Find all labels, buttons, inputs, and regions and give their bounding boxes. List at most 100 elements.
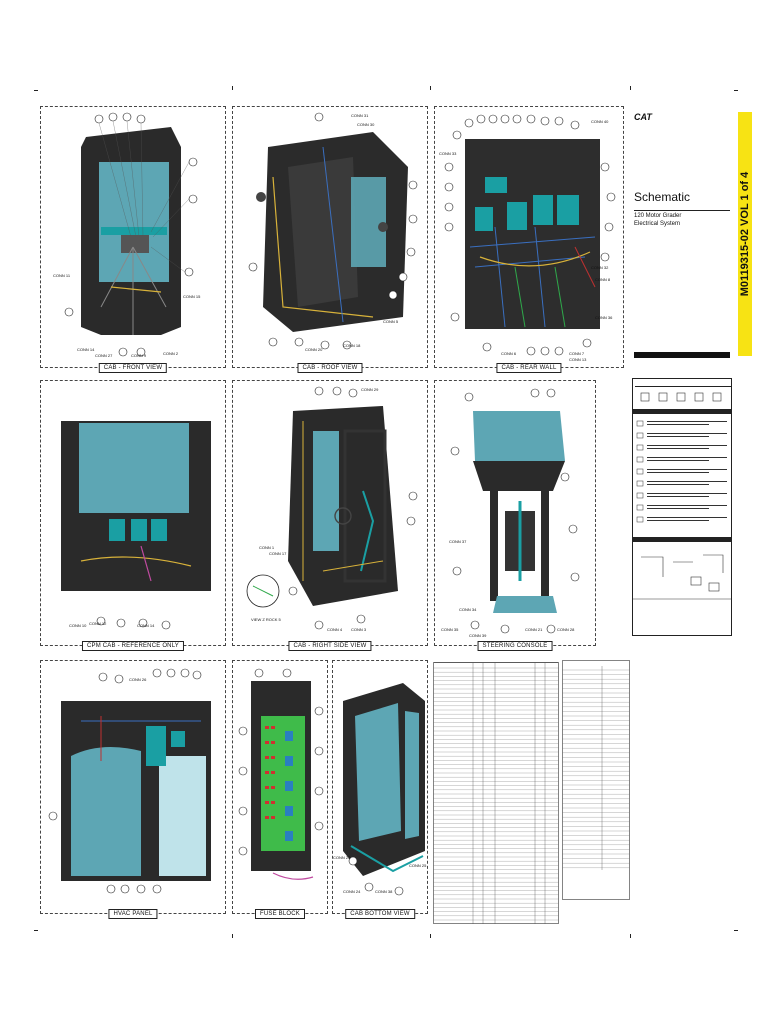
conn-label: CONN 28 (557, 627, 575, 632)
conn-label: CONN 9 (131, 353, 147, 358)
legend-text-line (647, 472, 709, 473)
conn-label: CONN 35 (441, 627, 459, 632)
registration-mark (34, 930, 38, 931)
panel-caption: CAB - RIGHT SIDE VIEW (288, 641, 372, 651)
panel-caption: CAB BOTTOM VIEW (345, 909, 415, 919)
document-title: Schematic (634, 190, 691, 204)
conn-label: CONN 32 (591, 265, 609, 270)
conn-label: CONN 38 (375, 889, 393, 894)
legend-text-line (647, 481, 727, 482)
registration-mark (430, 86, 431, 90)
panel-cab-front-view: CONN 11 CONN 15 CONN 14 CONN 27 CONN 9 C… (40, 106, 226, 373)
conn-label: CONN 13 (569, 357, 587, 362)
title-bar (634, 352, 730, 358)
panel-caption: HVAC PANEL (108, 909, 158, 919)
legend-symbol (636, 504, 644, 511)
fuse-block-illustration (238, 668, 324, 880)
conn-label: CONN 33 (439, 151, 457, 156)
volume-number: M0119315-02 VOL 1 of 4 (739, 171, 751, 297)
registration-mark (34, 90, 38, 91)
title-rule (634, 210, 730, 211)
registration-mark (430, 934, 431, 938)
registration-mark (734, 90, 738, 91)
conn-label: CONN 11 (53, 273, 71, 278)
legend-title (635, 380, 731, 387)
registration-mark (630, 934, 631, 938)
conn-label: CONN 21 (525, 627, 543, 632)
legend-symbol (636, 444, 644, 451)
legend-symbol (636, 492, 644, 499)
conn-label: CONN 14 (77, 347, 95, 352)
panel-caption: CAB - REAR WALL (496, 363, 562, 373)
conn-label: CONN 36 (595, 315, 613, 320)
panel-caption: STEERING CONSOLE (477, 641, 553, 651)
panel-hvac: CONN 26 HVAC PANEL (40, 660, 226, 919)
document-subtitle: Electrical System (634, 221, 681, 227)
legend-text-line (647, 496, 709, 497)
conn-label: VIEW Z ROCK 5 (251, 617, 281, 622)
registration-mark (734, 930, 738, 931)
conn-label: CONN 7 (569, 351, 585, 356)
conn-label: CONN 1 (259, 545, 275, 550)
conn-label: CONN 23 (333, 855, 351, 860)
legend-text-line (647, 445, 727, 446)
document-subtitle: 120 Motor Grader (634, 213, 682, 219)
cab-right-illustration (246, 386, 418, 630)
legend-symbol (636, 468, 644, 475)
legend-text-line (647, 421, 727, 422)
legend-text-line (647, 436, 709, 437)
conn-label: CONN 10 (69, 623, 87, 628)
conn-label: CONN 6 (501, 351, 517, 356)
legend-symbol (636, 432, 644, 439)
conn-label: CONN 24 (343, 889, 361, 894)
cab-rear-illustration (444, 114, 616, 356)
panel-caption: FUSE BLOCK (254, 909, 306, 919)
panel-caption: CAB - FRONT VIEW (98, 363, 168, 373)
panel-caption: CPM CAB - REFERENCE ONLY (81, 641, 185, 651)
conn-label: CONN 8 (595, 277, 611, 282)
legend-symbol (636, 516, 644, 523)
conn-label: CONN 4 (327, 627, 343, 632)
connector-table-grid (433, 662, 559, 924)
conn-label: CONN 29 (361, 387, 379, 392)
panel-fuse-block: FUSE BLOCK (232, 660, 328, 919)
symbols-legend (632, 378, 732, 636)
legend-text-line (647, 469, 727, 470)
legend-text-line (647, 460, 709, 461)
cat-logo: CAT (634, 112, 652, 122)
cab-roof-illustration (248, 112, 418, 350)
legend-text-line (647, 505, 727, 506)
conn-label: CONN 26 (129, 677, 147, 682)
cab-bottom-illustration (343, 683, 425, 896)
conn-label: CONN 39 (469, 633, 487, 638)
conn-label: CONN 37 (449, 539, 467, 544)
legend-symbol (636, 456, 644, 463)
conn-label: CONN 20 (305, 347, 323, 352)
legend-text-line (647, 484, 709, 485)
steering-console-illustration (450, 388, 580, 634)
conn-label: CONN 30 (357, 122, 375, 127)
legend-text-line (647, 424, 709, 425)
registration-mark (232, 934, 233, 938)
conn-label: CONN 25 (409, 863, 427, 868)
conn-label: CONN 17 (269, 551, 287, 556)
conn-label: CONN 14 (137, 623, 155, 628)
panel-caption: CAB - ROOF VIEW (297, 363, 363, 373)
panel-steering-console: CONN 37 CONN 34 CONN 35 CONN 39 CONN 21 … (434, 380, 596, 651)
conn-label: CONN 31 (351, 113, 369, 118)
panel-cab-right-side: CONN 1 CONN 17 CONN 29 CONN 4 CONN 3 VIE… (232, 380, 428, 651)
legend-text-line (647, 508, 709, 509)
conn-label: CONN 40 (591, 119, 609, 124)
registration-mark (232, 86, 233, 90)
conn-label: CONN 2 (163, 351, 179, 356)
legend-text-line (647, 448, 709, 449)
cpm-cab-illustration (61, 421, 211, 630)
legend-symbol (636, 480, 644, 487)
conn-label: CONN 5 (383, 319, 399, 324)
panel-cab-rear-wall: CONN 40 CONN 32 CONN 33 CONN 8 CONN 36 C… (434, 106, 624, 373)
legend-text-line (647, 520, 709, 521)
registration-mark (630, 86, 631, 90)
component-location-table (562, 660, 630, 900)
legend-text-line (647, 517, 727, 518)
volume-band: M0119315-02 VOL 1 of 4 (738, 112, 752, 356)
